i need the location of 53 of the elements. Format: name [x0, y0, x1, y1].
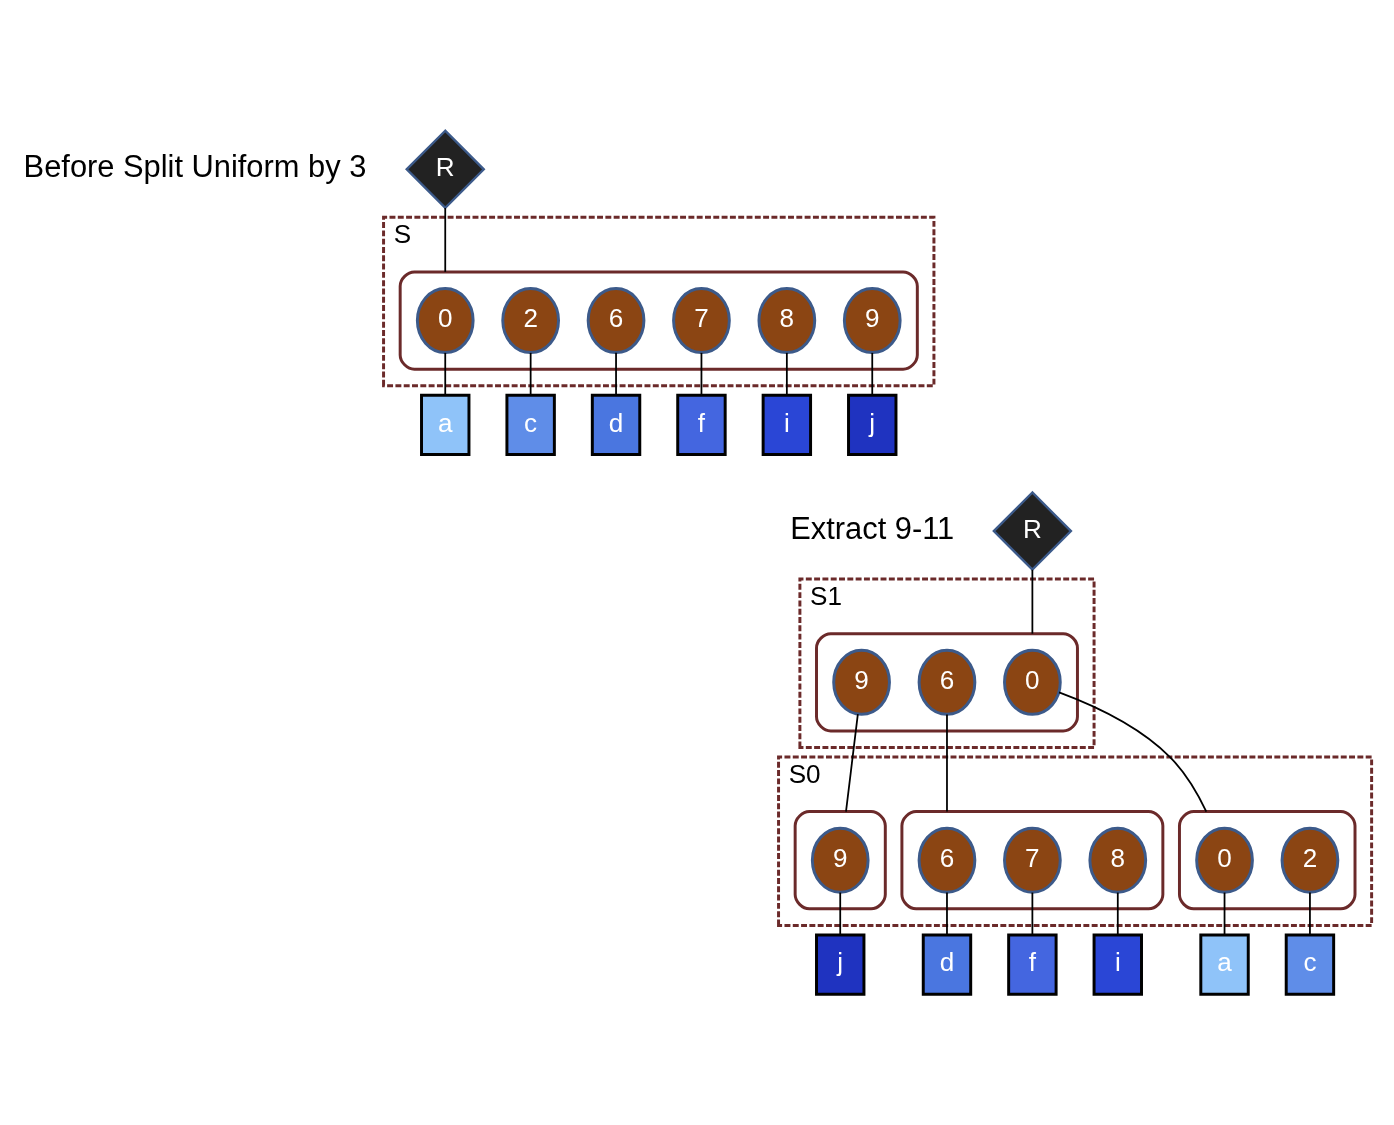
connector [839, 891, 842, 936]
connector [700, 352, 703, 397]
node-ellipse: 6 [917, 826, 977, 894]
cluster [398, 270, 919, 371]
node-box: f [676, 393, 727, 457]
node-box: a [420, 393, 471, 457]
node-box: i [1092, 933, 1143, 996]
node-box: c [1284, 933, 1336, 996]
node-diamond: R [992, 490, 1073, 572]
node-ellipse: 7 [1003, 826, 1062, 894]
connector [444, 352, 447, 397]
node-ellipse: 2 [1280, 826, 1340, 894]
node-box: a [1199, 933, 1250, 996]
cluster [815, 632, 1079, 733]
connector [444, 207, 447, 273]
node-ellipse: 0 [1195, 826, 1254, 894]
connector [1031, 891, 1034, 936]
connector [845, 713, 859, 813]
node-ellipse: 6 [586, 287, 646, 355]
node-ellipse: 0 [1003, 648, 1062, 716]
node-ellipse: 0 [415, 287, 475, 355]
node-diamond: R [405, 129, 486, 210]
node-box: j [815, 933, 866, 996]
connector [1058, 691, 1208, 813]
node-box: i [761, 393, 813, 457]
node-ellipse: 2 [501, 287, 560, 355]
connector [1031, 568, 1034, 635]
cluster [1177, 810, 1357, 911]
node-box: j [847, 393, 898, 457]
node-ellipse: 8 [1088, 826, 1148, 894]
label: Before Split Uniform by 3 [23, 148, 367, 184]
node-box: d [921, 933, 973, 996]
connector [615, 352, 617, 397]
connector [946, 891, 948, 936]
node-ellipse: 9 [842, 287, 902, 355]
node-ellipse: 6 [917, 648, 977, 716]
cluster [793, 810, 887, 911]
label: Extract 9-11 [790, 510, 955, 546]
node-ellipse: 9 [832, 648, 891, 716]
connector [946, 713, 948, 813]
connector [785, 352, 788, 397]
node-ellipse: 9 [810, 826, 870, 894]
node-box: c [505, 393, 556, 457]
node-box: d [590, 393, 642, 457]
cluster [900, 810, 1165, 911]
connector [871, 352, 874, 397]
connector [1309, 891, 1311, 936]
connector [529, 352, 532, 397]
connector [1116, 891, 1119, 936]
node-box: f [1007, 933, 1058, 996]
node-ellipse: 8 [757, 287, 817, 355]
connector [1223, 891, 1226, 936]
node-ellipse: 7 [672, 287, 731, 355]
